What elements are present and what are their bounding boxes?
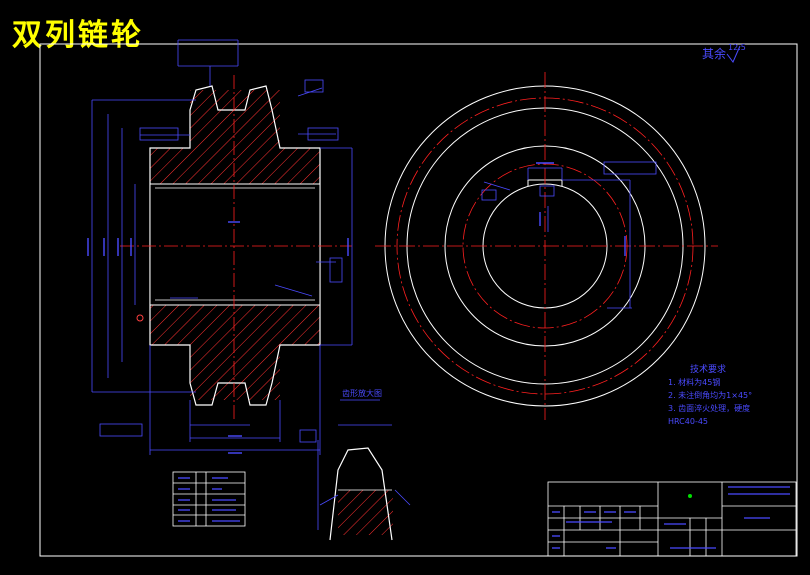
tech-item-4: HRC40-45 bbox=[668, 417, 708, 426]
tech-item-2: 2. 未注倒角均为1×45° bbox=[668, 390, 752, 400]
tooth-detail: 齿形放大图 bbox=[299, 388, 411, 541]
detail-label: 齿形放大图 bbox=[342, 388, 382, 398]
roughness-value: 12.5 bbox=[728, 43, 746, 52]
drawing-title: 双列链轮 bbox=[12, 18, 144, 53]
parameter-table bbox=[172, 471, 246, 527]
title-block bbox=[547, 481, 797, 557]
roughness-note: 其余 bbox=[702, 46, 726, 61]
tech-requirements: 技术要求 1. 材料为45钢 2. 未注倒角均为1×45° 3. 齿面淬火处理，… bbox=[668, 363, 752, 426]
section-view bbox=[87, 39, 353, 455]
front-view bbox=[375, 72, 718, 420]
tech-item-3: 3. 齿面淬火处理，硬度 bbox=[668, 403, 750, 413]
tech-item-1: 1. 材料为45钢 bbox=[668, 377, 720, 387]
drawing-frame bbox=[39, 43, 798, 557]
tech-heading: 技术要求 bbox=[690, 363, 726, 375]
